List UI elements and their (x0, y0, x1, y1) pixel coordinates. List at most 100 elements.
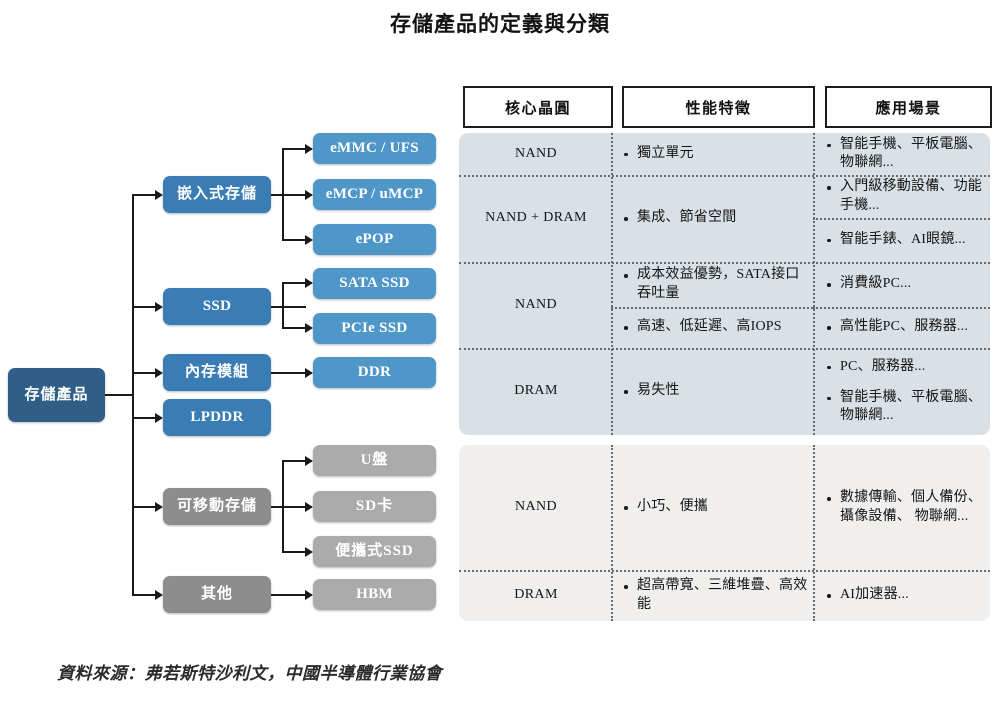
table-cell-text: 高性能PC、服務器... (825, 318, 968, 336)
connector-ssd-spine (282, 283, 284, 328)
table-cell-text: 超高帶寬、三維堆疊、高效能 (622, 577, 810, 614)
connector-main-trunk (132, 195, 134, 595)
table-cell-text: 小巧、便攜 (622, 498, 708, 516)
table-cell-applications-r3a: 消費級PC... (825, 262, 988, 307)
table-cell-text: 智能手錶、AI眼鏡... (825, 231, 966, 249)
arrow-ssd-child1 (305, 278, 313, 288)
arrow-embedded-child3 (305, 235, 313, 245)
arrow-removable-child1 (305, 456, 313, 466)
tree-node-memory-module[interactable]: 內存模組 (163, 354, 271, 391)
arrow-branch-ssd (155, 302, 163, 312)
connector-branch-dram-module (132, 372, 156, 374)
table-cell-text: NAND (514, 499, 558, 515)
arrow-branch-removable (155, 502, 163, 512)
arrow-embedded-child1 (305, 144, 313, 154)
table-column-divider-1-upper (611, 133, 613, 435)
table-header-application: 應用場景 (825, 86, 992, 128)
table-cell-chip-r5: NAND (463, 445, 609, 570)
arrow-branch-dram-module (155, 368, 163, 378)
connector-branch-ssd (132, 306, 156, 308)
connector-removable-child1 (282, 460, 306, 462)
table-row-divider-1 (459, 175, 990, 177)
table-cell-applications-r1: 智能手機、平板電腦、物聯網... (825, 133, 988, 175)
tree-node-pcie-ssd[interactable]: PCIe SSD (313, 313, 436, 344)
tree-node-embedded-storage[interactable]: 嵌入式存儲 (163, 176, 271, 213)
table-cell-applications-r6: AI加速器... (825, 570, 988, 621)
arrow-branch-embedded (155, 190, 163, 200)
connector-branch-embedded (132, 194, 156, 196)
table-cell-text: DRAM (514, 587, 558, 603)
table-cell-text: 易失性 (622, 382, 680, 400)
tree-node-ssd[interactable]: SSD (163, 288, 271, 325)
connector-removable-out (270, 506, 306, 508)
table-cell-text: 高速、低延遲、高IOPS (622, 318, 782, 336)
table-cell-applications-r4b: 智能手機、平板電腦、物聯網... (825, 385, 988, 429)
table-cell-text: 成本效益優勢，SATA接口吞吐量 (622, 266, 810, 303)
tree-node-other[interactable]: 其他 (163, 576, 271, 613)
table-column-divider-2-upper (813, 133, 815, 435)
tree-node-removable-storage[interactable]: 可移動存儲 (163, 488, 271, 525)
tree-node-sata-ssd[interactable]: SATA SSD (313, 268, 436, 299)
table-row-divider-3 (459, 348, 990, 350)
connector-ssd-child2 (282, 327, 306, 329)
table-header-core-die: 核心晶圓 (463, 86, 613, 128)
connector-ssd-out (270, 306, 306, 308)
table-row-divider-4 (459, 570, 990, 572)
connector-branch-other (132, 594, 156, 596)
table-cell-features-r2: 集成、節省空間 (622, 175, 810, 262)
table-block-lower (459, 445, 990, 621)
table-subrow-divider-feat-r3 (611, 307, 813, 309)
table-cell-text: 消費級PC... (825, 275, 911, 293)
table-cell-text: 入門級移動設備、功能手機... (825, 178, 988, 215)
arrow-branch-lpddr (155, 413, 163, 423)
table-cell-text: DRAM (514, 383, 558, 399)
connector-embedded-spine (282, 149, 284, 241)
connector-removable-spine (282, 461, 284, 553)
table-cell-text: 集成、節省空間 (622, 209, 736, 227)
tree-node-usb-drive[interactable]: U盤 (313, 445, 436, 476)
arrow-embedded-child2 (305, 190, 313, 200)
table-subrow-divider-app-r3 (813, 307, 990, 309)
tree-node-sd-card[interactable]: SD卡 (313, 491, 436, 522)
tree-node-epop[interactable]: ePOP (313, 224, 436, 255)
table-cell-text: 數據傳輸、個人備份、攝像設備、 物聯網... (825, 489, 988, 526)
tree-node-hbm[interactable]: HBM (313, 579, 436, 610)
table-cell-text: 智能手機、平板電腦、物聯網... (825, 136, 988, 173)
connector-module-ddr (270, 372, 306, 374)
connector-branch-lpddr (132, 417, 156, 419)
tree-node-ddr[interactable]: DDR (313, 357, 436, 388)
arrow-removable-child2 (305, 502, 313, 512)
table-cell-text: AI加速器... (825, 586, 909, 604)
table-cell-features-r1: 獨立單元 (622, 133, 810, 175)
table-cell-applications-r2b: 智能手錶、AI眼鏡... (825, 218, 988, 262)
table-cell-text: 獨立單元 (622, 145, 694, 163)
table-cell-text: NAND (514, 145, 558, 161)
table-cell-applications-r2a: 入門級移動設備、功能手機... (825, 175, 988, 218)
table-cell-applications-r5: 數據傳輸、個人備份、攝像設備、 物聯網... (825, 445, 988, 570)
connector-root-stub (104, 394, 134, 396)
tree-node-lpddr[interactable]: LPDDR (163, 399, 271, 436)
table-cell-features-r3b: 高速、低延遲、高IOPS (622, 307, 810, 348)
arrow-removable-child3 (305, 547, 313, 557)
page-title: 存儲產品的定義與分類 (390, 12, 610, 36)
arrow-branch-other (155, 590, 163, 600)
connector-removable-child3 (282, 551, 306, 553)
tree-node-portable-ssd[interactable]: 便攜式SSD (313, 536, 436, 567)
tree-node-emcp-umcp[interactable]: eMCP / uMCP (313, 179, 436, 210)
table-subrow-divider-app-r2 (813, 218, 990, 220)
table-column-divider-2-lower (813, 445, 815, 621)
table-header-performance: 性能特徵 (622, 86, 815, 128)
tree-node-root[interactable]: 存儲產品 (8, 368, 105, 422)
table-cell-features-r3a: 成本效益優勢，SATA接口吞吐量 (622, 262, 810, 307)
connector-embedded-child3 (282, 239, 306, 241)
table-cell-features-r4: 易失性 (622, 348, 810, 435)
tree-node-emmc-ufs[interactable]: eMMC / UFS (313, 133, 436, 164)
table-cell-applications-r3b: 高性能PC、服務器... (825, 307, 988, 348)
table-cell-chip-r4: DRAM (463, 348, 609, 435)
connector-embedded-child1 (282, 148, 306, 150)
table-cell-applications-r4a: PC、服務器... (825, 352, 988, 382)
table-cell-chip-r1: NAND (463, 133, 609, 175)
table-cell-chip-r2: NAND + DRAM (463, 175, 609, 262)
table-cell-text: NAND (514, 296, 558, 312)
